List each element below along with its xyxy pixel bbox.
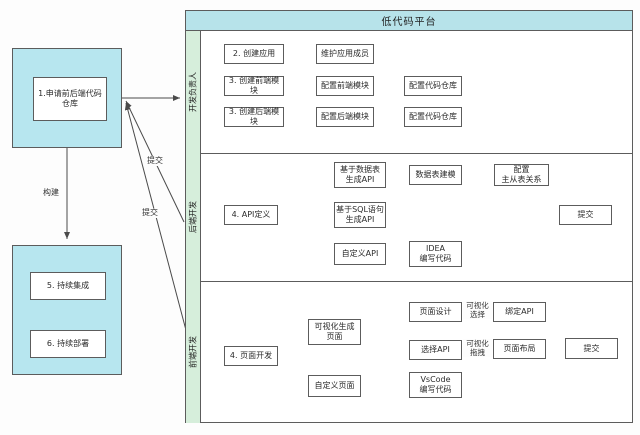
node-page-dev: 4. 页面开发: [224, 346, 278, 366]
lane-bar-dev-lead: 开发负责人: [186, 31, 201, 153]
node-create-frontend-module: 3. 创建前端模块: [224, 76, 284, 96]
cicd-container: 5. 持续集成 6. 持续部署: [12, 245, 122, 375]
node-apply-repo: 1.申请前后端代码 仓库: [33, 77, 107, 121]
node-page-design: 页面设计: [409, 302, 462, 322]
edge-label-submit-frontend: 提交: [141, 208, 159, 218]
node-config-frontend-module: 配置前端模块: [316, 76, 374, 96]
platform-title: 低代码平台: [186, 11, 632, 31]
node-table-modeling: 数据表建模: [409, 165, 462, 185]
node-api-from-sql: 基于SQL语句 生成API: [334, 202, 386, 228]
edge-label-visual-select: 可视化 选择: [463, 301, 492, 319]
node-create-backend-module: 3. 创建后端模块: [224, 107, 284, 127]
node-continuous-integration: 5. 持续集成: [30, 272, 106, 300]
node-visual-gen-page: 可视化生成 页面: [308, 319, 361, 345]
node-api-definition: 4. API定义: [224, 205, 278, 225]
edge-label-submit-backend: 提交: [146, 156, 164, 166]
edge-label-visual-drag: 可视化 拖拽: [463, 339, 492, 357]
node-api-custom: 自定义API: [334, 243, 386, 265]
lane-label-dev-lead: 开发负责人: [188, 72, 198, 112]
node-idea-coding: IDEA 编写代码: [409, 241, 462, 267]
node-maintain-members: 维护应用成员: [316, 44, 374, 64]
node-custom-page: 自定义页面: [308, 375, 361, 397]
node-continuous-deployment: 6. 持续部署: [30, 330, 106, 358]
node-submit-frontend: 提交: [565, 338, 618, 359]
lane-separator: [186, 281, 632, 282]
lane-bar-backend: 后端开发: [186, 153, 201, 281]
repo-container: 1.申请前后端代码 仓库: [12, 48, 122, 148]
node-config-backend-module: 配置后端模块: [316, 107, 374, 127]
node-config-code-repo-backend: 配置代码仓库: [404, 107, 462, 127]
lane-separator: [186, 153, 632, 154]
node-api-from-table: 基于数据表 生成API: [334, 162, 386, 188]
node-submit-backend: 提交: [559, 205, 612, 225]
node-vscode-coding: VsCode 编写代码: [409, 372, 462, 398]
node-select-api: 选择API: [409, 340, 462, 360]
lane-label-backend: 后端开发: [188, 201, 198, 233]
edge-label-build: 构建: [42, 188, 60, 198]
node-create-app: 2. 创建应用: [224, 44, 284, 64]
node-config-code-repo-frontend: 配置代码仓库: [404, 76, 462, 96]
node-master-slave-config: 配置 主从表关系: [494, 164, 549, 186]
node-bind-api: 绑定API: [493, 302, 546, 322]
lane-bar-frontend: 前端开发: [186, 281, 201, 423]
node-page-layout: 页面布局: [493, 339, 546, 359]
lane-label-frontend: 前端开发: [188, 336, 198, 368]
